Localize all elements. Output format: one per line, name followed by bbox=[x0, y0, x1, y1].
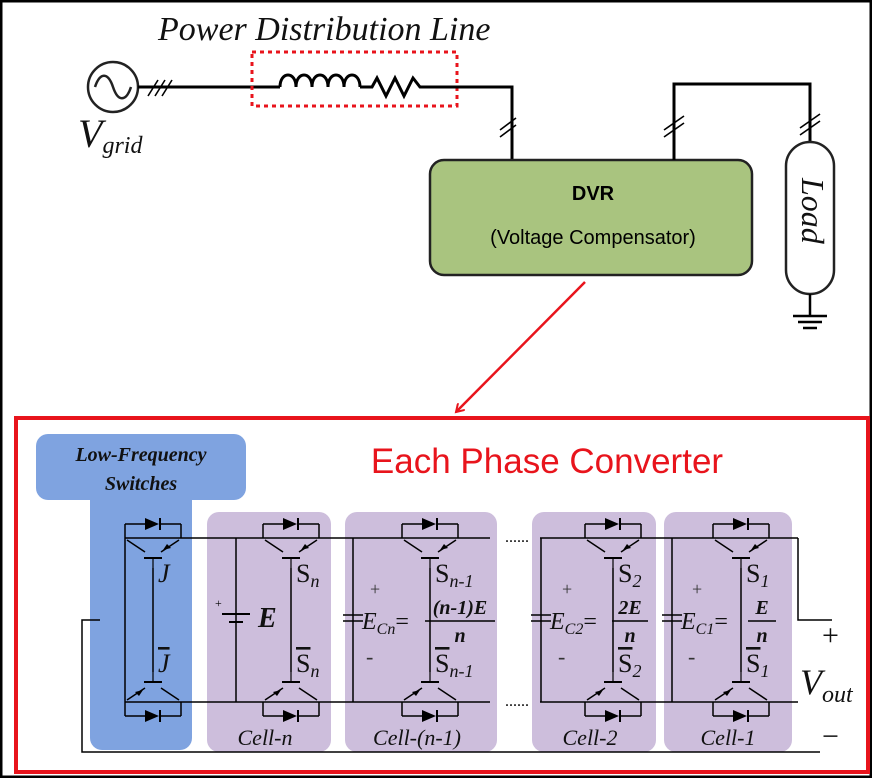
low-frequency-switches-panel bbox=[36, 434, 246, 750]
phase-marks bbox=[147, 79, 173, 97]
switch-jbar-label: J bbox=[158, 649, 171, 678]
vout-plus: + bbox=[822, 619, 839, 652]
ec1-denominator: n bbox=[756, 625, 767, 647]
cell-label: Cell-1 bbox=[701, 725, 756, 750]
impedance-highlight-box bbox=[250, 50, 459, 108]
battery-icon bbox=[222, 613, 250, 623]
cell-1-panel bbox=[664, 512, 792, 752]
cell-n-1-panel bbox=[345, 512, 497, 752]
switch-s1bar-label: S1 bbox=[746, 649, 769, 681]
ground-icon bbox=[793, 294, 827, 330]
ecn-minus: - bbox=[366, 644, 373, 669]
ecn-numerator: (n-1)E bbox=[433, 597, 487, 619]
ec2-label: EC2= bbox=[549, 609, 597, 638]
switch-sn-1bar-label: Sn-1 bbox=[435, 649, 473, 681]
power-line-title: Power Distribution Line bbox=[157, 11, 490, 48]
lfs-label-line1: Low-Frequency bbox=[74, 444, 206, 466]
dots-bottom: ...... bbox=[505, 693, 529, 710]
switch-s1-label: S1 bbox=[746, 559, 769, 591]
ec2-numerator: 2E bbox=[617, 597, 641, 619]
ec1-numerator: E bbox=[754, 597, 768, 619]
phase-converter-title: Each Phase Converter bbox=[371, 442, 723, 481]
battery-plus: + bbox=[215, 596, 222, 610]
lfs-label-line2: Switches bbox=[105, 473, 177, 495]
line-segment bbox=[445, 85, 514, 160]
switch-sn-label: Sn bbox=[296, 559, 319, 591]
ecn-denominator: n bbox=[454, 625, 465, 647]
cell-n-panel bbox=[207, 512, 331, 752]
ac-source-icon bbox=[86, 60, 140, 114]
line-segment bbox=[672, 82, 812, 160]
zoom-arrow bbox=[456, 281, 586, 412]
ecn-plus: + bbox=[370, 579, 380, 599]
ec2-denominator: n bbox=[624, 625, 635, 647]
dvr-title: DVR bbox=[572, 183, 615, 205]
battery-e-label: E bbox=[257, 603, 277, 634]
ec2-plus: + bbox=[562, 579, 572, 599]
load-label: Load bbox=[795, 177, 831, 245]
cell-2-panel bbox=[532, 512, 656, 752]
cell-label: Cell-2 bbox=[563, 725, 618, 750]
inductor-icon bbox=[278, 73, 362, 88]
ecn-label: ECn= bbox=[361, 609, 409, 638]
dots-top: ...... bbox=[505, 529, 529, 546]
vout-label: Vout bbox=[800, 662, 854, 708]
resistor-icon bbox=[360, 74, 445, 100]
vout-minus: − bbox=[822, 720, 839, 753]
switch-snbar-label: Sn bbox=[296, 649, 319, 681]
switch-s2-label: S2 bbox=[618, 559, 641, 591]
switch-j-label: J bbox=[158, 559, 171, 588]
cell-label: Cell-(n-1) bbox=[373, 725, 461, 750]
dvr-subtitle: (Voltage Compensator) bbox=[490, 227, 696, 249]
phase-converter-frame bbox=[14, 416, 870, 774]
switch-s2bar-label: S2 bbox=[618, 649, 641, 681]
ec1-label: EC1= bbox=[680, 609, 728, 638]
phase-marks bbox=[499, 117, 517, 138]
cell-label: Cell-n bbox=[238, 725, 293, 750]
dvr-block bbox=[428, 158, 754, 277]
phase-marks bbox=[663, 113, 821, 138]
ec1-minus: - bbox=[688, 644, 695, 669]
vgrid-label: Vgrid bbox=[78, 111, 143, 159]
ec1-plus: + bbox=[692, 579, 702, 599]
switch-sn-1-label: Sn-1 bbox=[435, 559, 473, 591]
converter-wiring bbox=[81, 537, 832, 753]
ec2-minus: - bbox=[558, 644, 565, 669]
